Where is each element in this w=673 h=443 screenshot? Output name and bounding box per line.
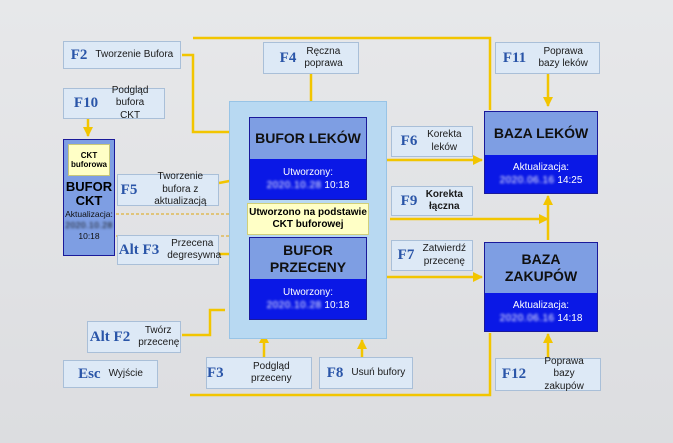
baza-lekow-update-label: Aktualizacja: — [512, 162, 570, 173]
key-description: Poprawa bazy zakupów — [544, 355, 584, 392]
key-description: Przecena degresywna — [167, 237, 222, 262]
baza-zakupow-update-label: Aktualizacja: — [512, 300, 570, 311]
key-description: Korekta leków — [427, 129, 462, 153]
ckt-update-date: 2020.10.28 — [65, 219, 113, 230]
key-f11-poprawa-bazy-lekow[interactable]: F11 Poprawa bazy leków — [495, 42, 600, 74]
key-description: Zatwierdź przecenę — [422, 243, 466, 267]
key-f2-tworzenie-bufora[interactable]: F2 Tworzenie Bufora — [63, 41, 181, 69]
key-f7-zatwierdz-przecene[interactable]: F7 Zatwierdź przecenę — [391, 240, 473, 271]
key-label: F10 — [73, 95, 99, 111]
key-f10-podglad-ckt[interactable]: F10 Podgląd bufora CKT — [63, 85, 165, 121]
key-alt-f2-tworz-przecene[interactable]: Alt F2 Twórz przecenę — [87, 321, 181, 353]
key-label: F4 — [279, 49, 297, 66]
key-f4-reczna-poprawa[interactable]: F4 Ręczna poprawa — [263, 42, 359, 74]
key-label: F3 — [207, 364, 224, 381]
key-label: Alt F3 — [118, 241, 160, 258]
bufor-przeceny-created-label: Utworzony: — [282, 287, 333, 298]
key-label: F5 — [120, 181, 138, 198]
key-description: Twórz przecenę — [138, 324, 180, 349]
key-alt-f3-przecena-degresywna[interactable]: Alt F3 Przecena degresywna — [117, 235, 222, 265]
key-label: Alt F2 — [89, 328, 131, 345]
key-label: Esc — [78, 365, 101, 382]
key-label: F2 — [70, 46, 88, 63]
key-f6-korekta-lekow[interactable]: F6 Korekta leków — [391, 126, 473, 157]
key-description: Wyjście — [108, 367, 143, 379]
source-note: Utworzono na podstawie CKT buforowej — [247, 203, 369, 235]
baza-zakupow-date: 2020.06.16 — [499, 313, 555, 324]
key-esc-wyjscie[interactable]: Esc Wyjście — [63, 360, 158, 388]
bufor-przeceny-date: 2020.10.28 — [266, 300, 322, 311]
ckt-update-time: 10:18 — [78, 230, 100, 241]
bufor-lekow-date: 2020.10.28 — [266, 180, 322, 191]
arrow-altf2 — [182, 308, 225, 337]
key-description: Podgląd przeceny — [251, 360, 292, 385]
baza-zakupow-title: BAZA ZAKUPÓW — [485, 243, 597, 293]
ckt-update-label: Aktualizacja: — [65, 208, 113, 219]
bufor-ckt-title: BUFOR CKT — [65, 179, 113, 209]
bufor-przeceny-box[interactable]: BUFOR PRZECENY Utworzony: 2020.10.28 10:… — [249, 237, 367, 320]
baza-zakupow-box[interactable]: BAZA ZAKUPÓW Aktualizacja: 2020.06.16 14… — [484, 242, 598, 332]
key-label: F7 — [397, 247, 415, 263]
key-label: F12 — [501, 366, 527, 382]
bufor-lekow-created-label: Utworzony: — [282, 167, 333, 178]
key-description: Ręczna poprawa — [304, 45, 343, 70]
key-description: Usuń bufory — [351, 366, 406, 378]
key-f3-podglad-przeceny[interactable]: F3 Podgląd przeceny — [206, 357, 312, 389]
ckt-buforowa-badge: CKT buforowa — [68, 144, 110, 176]
key-f5-tworzenie-z-aktualizacja[interactable]: F5 Tworzenie bufora z aktualizacją — [117, 171, 219, 208]
baza-zakupow-time: 14:18 — [557, 313, 583, 324]
bufor-lekow-time: 10:18 — [324, 180, 350, 191]
key-f12-poprawa-bazy-zakupow[interactable]: F12 Poprawa bazy zakupów — [495, 355, 601, 392]
bufor-przeceny-title: BUFOR PRZECENY — [250, 238, 366, 279]
baza-lekow-title: BAZA LEKÓW — [485, 112, 597, 155]
baza-lekow-time: 14:25 — [557, 175, 583, 186]
key-f9-korekta-laczna[interactable]: F9 Korekta łączna — [391, 186, 473, 216]
key-description: Korekta łączna — [425, 188, 463, 213]
baza-lekow-date: 2020.06.16 — [499, 175, 555, 186]
key-f8-usun-bufory[interactable]: F8 Usuń bufory — [319, 357, 413, 389]
key-label: F8 — [326, 364, 344, 381]
key-description: Tworzenie Bufora — [95, 48, 174, 60]
bufor-przeceny-time: 10:18 — [324, 300, 350, 311]
baza-lekow-box[interactable]: BAZA LEKÓW Aktualizacja: 2020.06.16 14:2… — [484, 111, 598, 194]
key-description: Tworzenie bufora z aktualizacją — [154, 171, 207, 208]
bufor-ckt-box[interactable]: CKT buforowa BUFOR CKT Aktualizacja: 202… — [63, 139, 115, 256]
key-description: Podgląd bufora CKT — [111, 84, 149, 121]
bufor-lekow-box[interactable]: BUFOR LEKÓW Utworzony: 2020.10.28 10:18 — [249, 117, 367, 200]
key-label: F6 — [400, 133, 418, 149]
key-description: Poprawa bazy leków — [538, 45, 588, 70]
key-label: F11 — [502, 49, 527, 66]
key-label: F9 — [400, 192, 418, 209]
bufor-lekow-title: BUFOR LEKÓW — [250, 118, 366, 159]
